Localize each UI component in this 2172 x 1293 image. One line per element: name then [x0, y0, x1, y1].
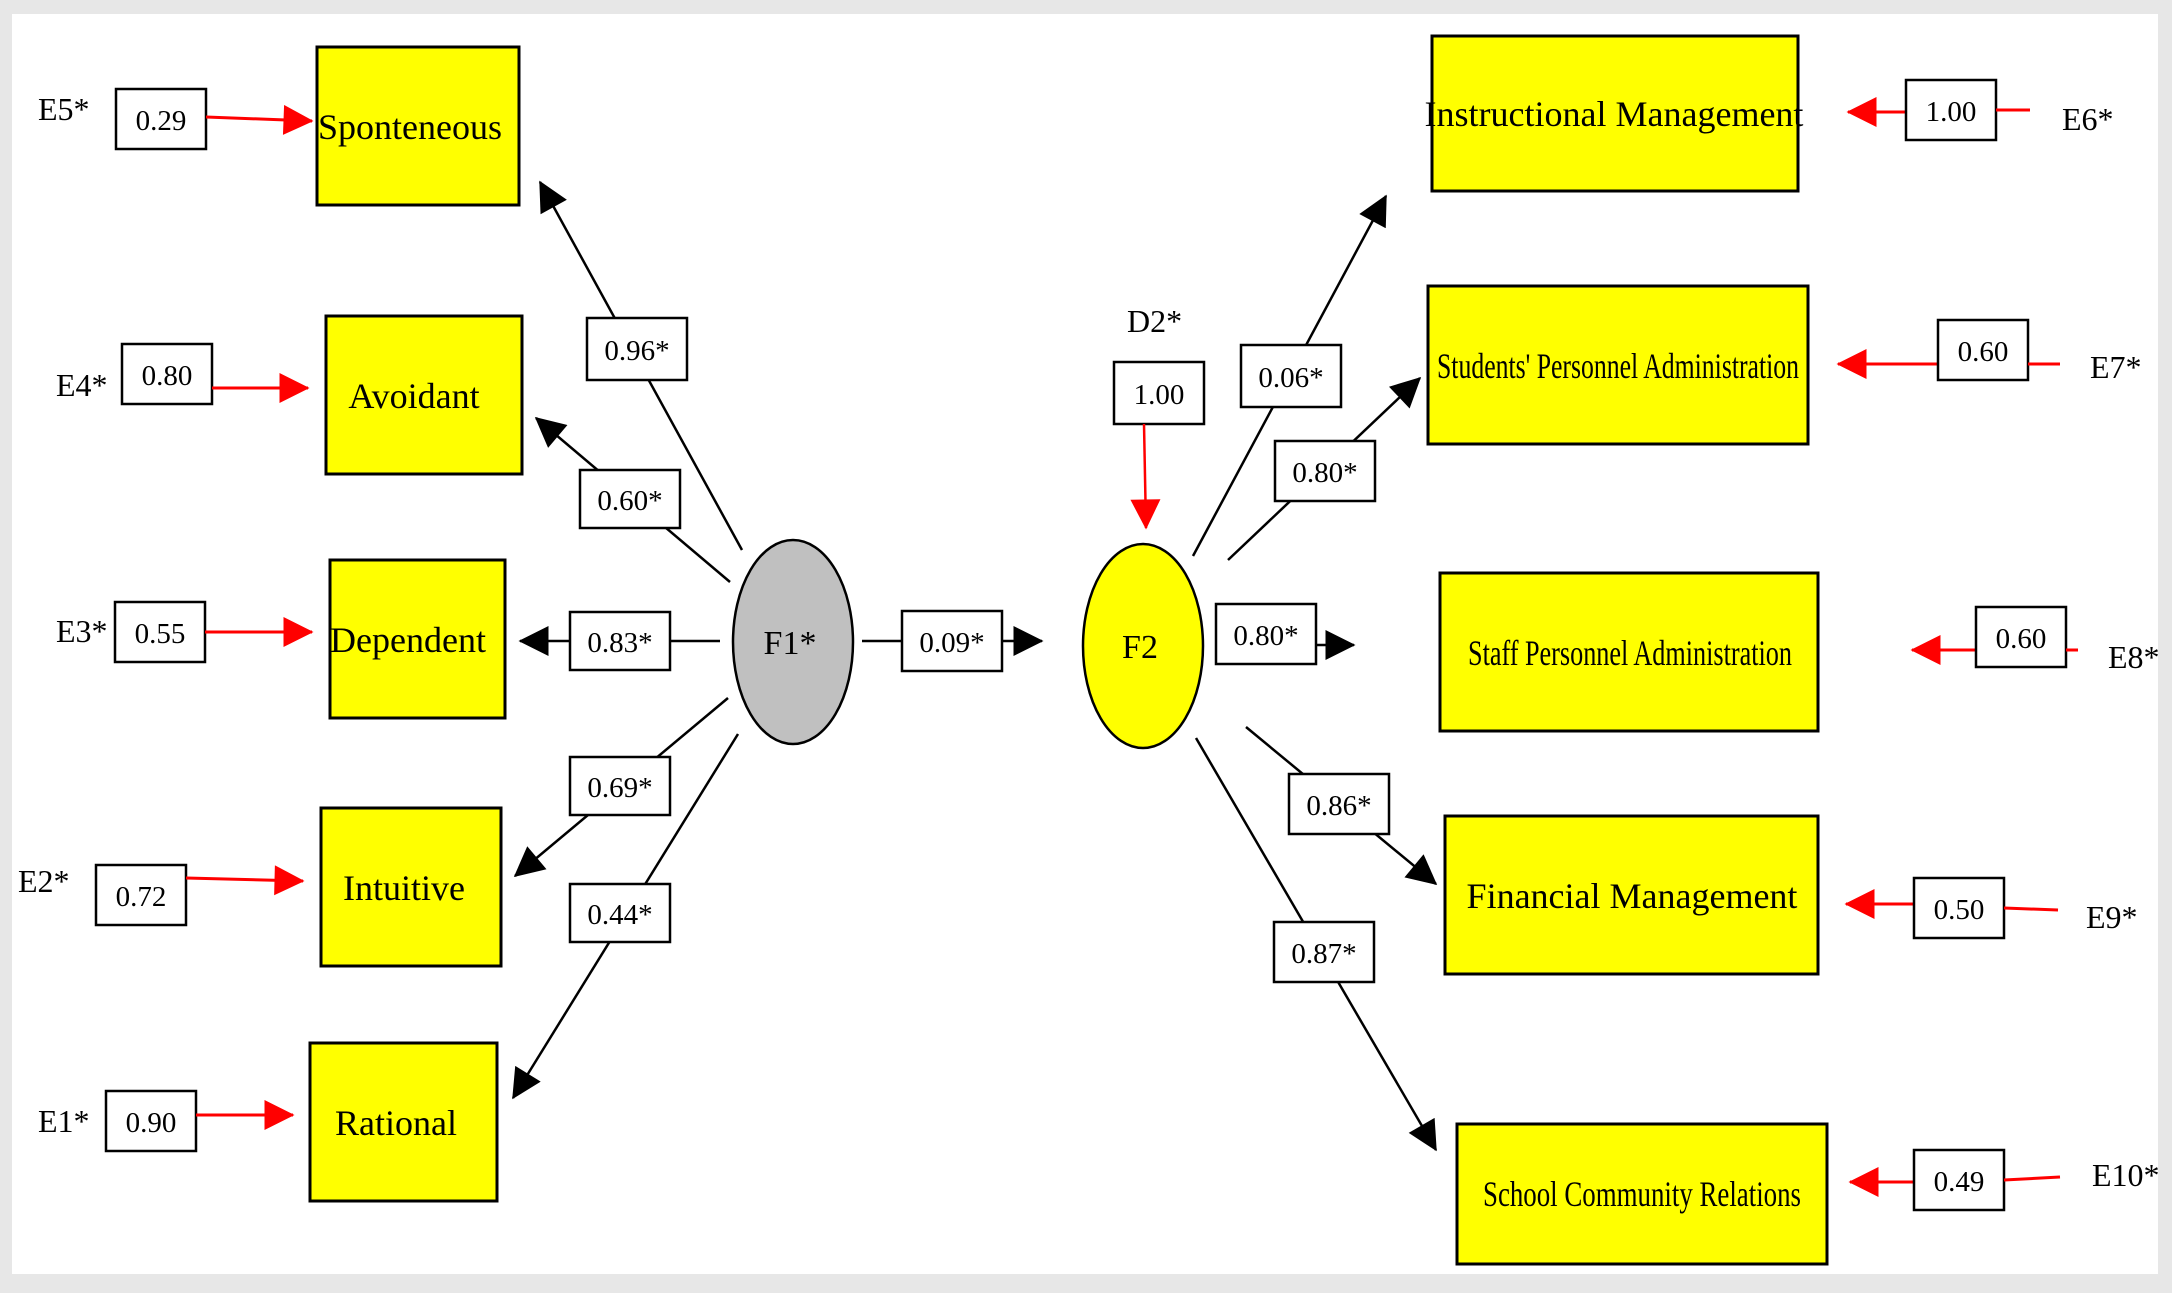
loading-label: 0.80* — [1233, 620, 1298, 652]
indicator-financial: Financial Management — [1443, 814, 1820, 976]
loading-label: 0.80* — [1292, 457, 1357, 489]
error-variance: 0.49 — [1934, 1166, 1985, 1198]
factor-f1: F1* — [731, 538, 855, 746]
indicator-label: Students' Personnel Administration — [1437, 346, 1799, 386]
disturbance-arrow — [1130, 423, 1161, 530]
disturbance-d2: D2* 1.00 — [1112, 303, 1206, 530]
loading-box-dependent: 0.83* — [568, 610, 672, 672]
error-variance: 0.72 — [116, 881, 167, 913]
loading-box-rational: 0.44* — [568, 882, 672, 944]
error-e1: E1* 0.90 — [38, 1089, 295, 1153]
loading-label: 0.96* — [604, 335, 669, 367]
error-label: E2* — [18, 863, 70, 899]
error-arrow — [185, 865, 305, 896]
error-e2: E2* 0.72 — [18, 863, 305, 927]
factor-f1-label: F1* — [764, 625, 817, 662]
indicator-label: Sponteneous — [318, 107, 502, 147]
error-e8: 0.60 E8* — [1910, 605, 2160, 675]
error-variance: 0.60 — [1996, 623, 2047, 655]
factor-f2-label: F2 — [1122, 629, 1158, 666]
indicator-students: Students' Personnel Administration — [1426, 284, 1810, 446]
error-e9: 0.50 E9* — [1844, 876, 2138, 940]
indicator-dependent: Dependent — [328, 558, 507, 720]
error-arrow — [205, 104, 314, 135]
disturbance-value: 1.00 — [1134, 379, 1185, 411]
indicator-label: Instructional Management — [1425, 94, 1804, 134]
loading-label: 0.86* — [1306, 790, 1371, 822]
loading-box-spontaneous: 0.96* — [585, 316, 689, 382]
indicator-label: School Community Relations — [1483, 1174, 1801, 1214]
factor-f1-ellipse — [731, 538, 855, 746]
error-label: E10* — [2092, 1157, 2160, 1193]
indicator-label: Intuitive — [343, 868, 465, 908]
indicator-spontaneous: Sponteneous — [315, 45, 521, 207]
factor-f2-ellipse — [1081, 542, 1205, 750]
error-e10: 0.49 E10* — [1848, 1148, 2160, 1212]
loading-box-school: 0.87* — [1272, 920, 1376, 984]
error-variance: 0.50 — [1934, 894, 1985, 926]
loading-box-intuitive: 0.69* — [568, 755, 672, 817]
indicator-label: Staff Personnel Administration — [1468, 633, 1792, 673]
error-e6: 1.00 E6* — [1846, 78, 2114, 142]
loading-box-staff: 0.80* — [1214, 602, 1318, 666]
indicator-label: Rational — [335, 1103, 457, 1143]
structural-path-label: 0.09* — [919, 627, 984, 659]
error-variance: 0.90 — [126, 1107, 177, 1139]
error-variance: 0.55 — [135, 618, 186, 650]
indicator-avoidant: Avoidant — [324, 314, 524, 476]
error-label: E1* — [38, 1103, 90, 1139]
structural-path-box: 0.09* — [900, 609, 1004, 673]
loading-label: 0.60* — [597, 485, 662, 517]
error-e3: E3* 0.55 — [56, 600, 314, 664]
loading-box-financial: 0.86* — [1287, 772, 1391, 836]
error-label: E4* — [56, 367, 108, 403]
error-e4: E4* 0.80 — [56, 342, 310, 406]
error-label: E5* — [38, 91, 90, 127]
indicator-school: School Community Relations — [1455, 1122, 1829, 1266]
loading-box-students: 0.80* — [1273, 439, 1377, 503]
error-label: E7* — [2090, 349, 2142, 385]
error-variance: 0.29 — [136, 105, 187, 137]
loading-label: 0.83* — [587, 627, 652, 659]
error-tail — [2003, 1175, 2061, 1182]
loading-label: 0.44* — [587, 899, 652, 931]
indicator-label: Avoidant — [348, 376, 479, 416]
error-label: E9* — [2086, 899, 2138, 935]
indicator-staff: Staff Personnel Administration — [1438, 571, 1820, 733]
error-label: E6* — [2062, 101, 2114, 137]
disturbance-label: D2* — [1127, 303, 1182, 339]
factor-f2: F2 — [1081, 542, 1205, 750]
error-variance: 0.80 — [142, 360, 193, 392]
indicator-label: Dependent — [330, 620, 486, 660]
loading-label: 0.69* — [587, 772, 652, 804]
loading-box-avoidant: 0.60* — [578, 468, 682, 530]
error-e7: 0.60 E7* — [1836, 318, 2142, 385]
loading-box-instructional: 0.06* — [1239, 343, 1343, 409]
indicator-intuitive: Intuitive — [319, 806, 503, 968]
error-variance: 0.60 — [1958, 336, 2009, 368]
error-label: E8* — [2108, 639, 2160, 675]
indicator-label: Financial Management — [1467, 876, 1798, 916]
error-variance: 1.00 — [1926, 96, 1977, 128]
error-tail — [2003, 906, 2059, 912]
indicator-rational: Rational — [308, 1041, 499, 1203]
indicator-instructional: Instructional Management — [1425, 34, 1804, 193]
error-label: E3* — [56, 613, 108, 649]
error-e5: E5* 0.29 — [38, 87, 314, 151]
loading-label: 0.87* — [1291, 938, 1356, 970]
loading-label: 0.06* — [1258, 362, 1323, 394]
